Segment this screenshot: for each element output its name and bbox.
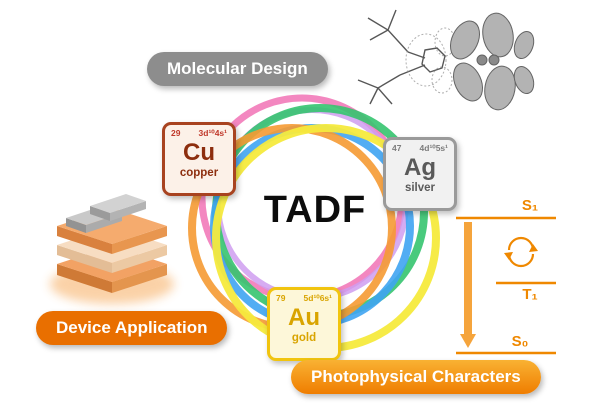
badge-photophysical-characters: Photophysical Characters — [291, 360, 541, 394]
device-stack-illustration — [50, 194, 174, 304]
orbital-mesh — [405, 27, 456, 94]
molecular-structure-illustration — [357, 9, 535, 111]
badge-device-application-label: Device Application — [56, 318, 208, 337]
badge-molecular-design: Molecular Design — [147, 52, 328, 86]
element-tile-gold: 79 5d¹⁰6s¹ Au gold — [267, 287, 341, 361]
emission-arrow-shaft — [464, 222, 472, 334]
orbital-lobes — [449, 12, 535, 111]
element-symbol: Cu — [183, 139, 215, 167]
badge-photophysical-characters-label: Photophysical Characters — [311, 367, 521, 386]
element-tile-silver: 47 4d¹⁰5s¹ Ag silver — [383, 137, 457, 211]
electron-config: 4d¹⁰5s¹ — [419, 143, 448, 153]
energy-level-diagram: S₁ T₁ S₀ — [456, 197, 556, 355]
t1-label: T₁ — [522, 286, 537, 303]
atomic-number: 79 — [276, 293, 286, 303]
badge-device-application: Device Application — [36, 311, 228, 345]
badge-molecular-design-label: Molecular Design — [167, 59, 308, 78]
element-tile-copper: 29 3d¹⁰4s¹ Cu copper — [162, 122, 236, 196]
center-title: TADF — [263, 189, 367, 231]
atomic-number: 29 — [171, 128, 181, 138]
electron-config: 5d¹⁰6s¹ — [303, 293, 332, 303]
electrode-bar-back — [90, 194, 146, 221]
ligand-wireframe — [357, 9, 446, 105]
isc-cycle-icon — [504, 236, 538, 268]
s0-label: S₀ — [512, 333, 529, 350]
atomic-number: 47 — [392, 143, 402, 153]
element-name: copper — [179, 166, 219, 179]
element-symbol: Au — [288, 304, 320, 332]
element-name: silver — [404, 181, 436, 194]
emission-arrow-head — [460, 334, 476, 348]
electron-config: 3d¹⁰4s¹ — [198, 128, 227, 138]
s1-label: S₁ — [522, 197, 538, 214]
element-name: gold — [291, 331, 317, 344]
element-symbol: Ag — [404, 154, 436, 182]
